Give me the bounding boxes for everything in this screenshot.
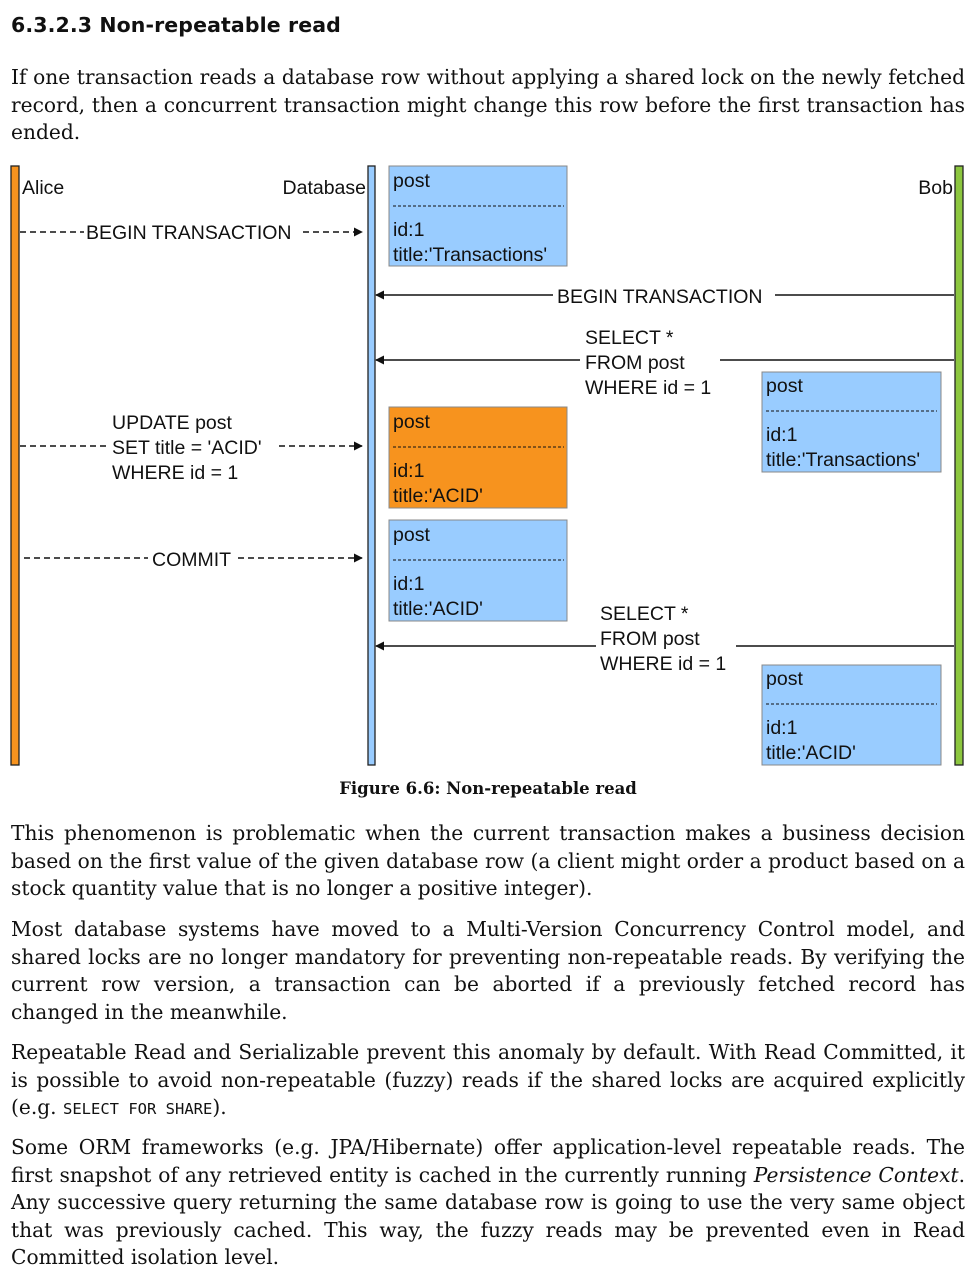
db-initial-row-box: post id:1 title:'Transactions' bbox=[388, 165, 568, 267]
paragraph-1: This phenomenon is problematic when the … bbox=[11, 821, 965, 900]
bob-select2-line2: FROM post bbox=[600, 628, 700, 650]
paragraph-3-text-b: ). bbox=[212, 1095, 227, 1119]
svg-text:id:1: id:1 bbox=[393, 460, 424, 482]
paragraph-4: Some ORM frameworks (e.g. JPA/Hibernate)… bbox=[11, 1134, 965, 1272]
svg-text:post: post bbox=[766, 668, 803, 690]
bob-select1-line3: WHERE id = 1 bbox=[585, 377, 711, 399]
svg-text:post: post bbox=[766, 375, 803, 397]
svg-text:title:'Transactions': title:'Transactions' bbox=[393, 244, 547, 266]
non-repeatable-read-diagram: Alice Database Bob BEGIN TRANSACTION pos… bbox=[10, 165, 964, 766]
bob-lifeline bbox=[954, 165, 964, 766]
svg-text:id:1: id:1 bbox=[393, 573, 424, 595]
bob-read2-row-box: post id:1 title:'ACID' bbox=[761, 664, 942, 766]
alice-update-line1: UPDATE post bbox=[112, 412, 233, 434]
svg-text:post: post bbox=[393, 524, 430, 546]
svg-text:title:'ACID': title:'ACID' bbox=[393, 598, 483, 620]
alice-begin-label: BEGIN TRANSACTION bbox=[86, 222, 292, 244]
select-for-share-code: SELECT FOR SHARE bbox=[63, 1100, 213, 1118]
bob-read1-row-box: post id:1 title:'Transactions' bbox=[761, 371, 942, 473]
svg-text:title:'ACID': title:'ACID' bbox=[766, 742, 856, 764]
bob-select1-line1: SELECT * bbox=[585, 327, 674, 349]
paragraph-4-text-b: . Any successive query returning the sam… bbox=[11, 1162, 965, 1270]
db-updated-row-box: post id:1 title:'ACID' bbox=[388, 406, 568, 509]
alice-update-line2: SET title = 'ACID' bbox=[112, 437, 262, 459]
paragraph-4-text-a: Some ORM frameworks (e.g. JPA/Hibernate)… bbox=[11, 1135, 965, 1187]
intro-paragraph: If one transaction reads a database row … bbox=[11, 65, 965, 144]
svg-text:post: post bbox=[393, 411, 430, 433]
svg-text:id:1: id:1 bbox=[766, 717, 797, 739]
svg-text:id:1: id:1 bbox=[393, 219, 424, 241]
alice-lifeline bbox=[10, 165, 20, 766]
alice-update-line3: WHERE id = 1 bbox=[112, 462, 238, 484]
paragraph-3-text-a: Repeatable Read and Serializable prevent… bbox=[11, 1040, 965, 1119]
bob-begin-label: BEGIN TRANSACTION bbox=[557, 286, 763, 308]
persistence-context-term: Persistence Context bbox=[753, 1162, 959, 1187]
figure-caption: Figure 6.6: Non-repeatable read bbox=[339, 779, 637, 798]
bob-label: Bob bbox=[918, 177, 953, 199]
paragraph-2: Most database systems have moved to a Mu… bbox=[11, 917, 965, 1024]
svg-text:post: post bbox=[393, 170, 430, 192]
db-committed-row-box: post id:1 title:'ACID' bbox=[388, 519, 568, 622]
bob-select2-line1: SELECT * bbox=[600, 603, 689, 625]
svg-text:title:'Transactions': title:'Transactions' bbox=[766, 449, 920, 471]
database-lifeline bbox=[367, 165, 376, 766]
paragraph-3: Repeatable Read and Serializable prevent… bbox=[11, 1039, 965, 1124]
bob-select1-line2: FROM post bbox=[585, 352, 685, 374]
bob-select2-line3: WHERE id = 1 bbox=[600, 653, 726, 675]
section-heading: 6.3.2.3 Non-repeatable read bbox=[11, 13, 341, 37]
svg-text:title:'ACID': title:'ACID' bbox=[393, 485, 483, 507]
svg-text:id:1: id:1 bbox=[766, 424, 797, 446]
alice-commit-label: COMMIT bbox=[152, 549, 231, 571]
alice-label: Alice bbox=[22, 177, 64, 199]
database-label: Database bbox=[283, 177, 366, 199]
